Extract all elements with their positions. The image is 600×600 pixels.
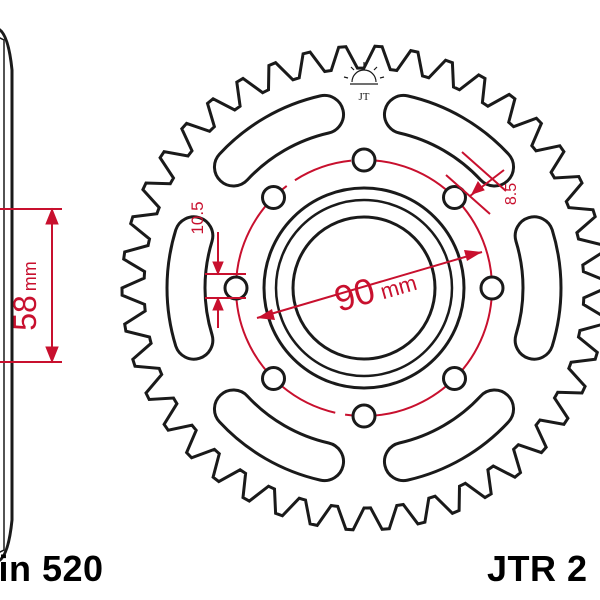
bolt-hole-label: 10.5 xyxy=(188,201,207,234)
bolt-hole xyxy=(261,366,286,391)
bolt-hole xyxy=(351,403,377,429)
sprocket-teeth-outline xyxy=(120,44,600,532)
window-width-dimension xyxy=(445,151,507,215)
hub-ring-inner xyxy=(274,198,454,378)
lightening-windows xyxy=(165,93,563,483)
bolt-hole xyxy=(479,275,505,301)
chain-size-label: ain 520 xyxy=(0,548,104,589)
bolt-circle-dimension xyxy=(256,250,483,320)
bolt-hole xyxy=(442,366,467,391)
lightening-window xyxy=(383,388,516,483)
window-width-label: 8.5 xyxy=(503,183,520,205)
sprocket-side-profile xyxy=(0,28,14,562)
bolt-hole xyxy=(442,185,467,210)
lightening-window xyxy=(212,93,345,188)
svg-text:JT: JT xyxy=(359,91,370,103)
bolt-hole-dimension xyxy=(205,232,246,328)
lightening-window xyxy=(212,388,345,483)
bolt-hole xyxy=(351,147,377,173)
lightening-window xyxy=(165,215,215,361)
lightening-window xyxy=(513,215,563,361)
hub-ring-outer xyxy=(262,186,466,390)
jt-sun-logo-icon: JT xyxy=(343,62,385,103)
center-bore xyxy=(291,215,437,361)
bolt-hole xyxy=(261,185,286,210)
lightening-window xyxy=(383,93,516,188)
bolt-circle-label: 90mm xyxy=(330,257,421,319)
bolt-hole xyxy=(223,275,249,301)
side-height-label: 58mm xyxy=(7,261,43,331)
part-number-label: JTR 2 xyxy=(487,548,588,589)
side-height-dimension xyxy=(0,207,62,364)
